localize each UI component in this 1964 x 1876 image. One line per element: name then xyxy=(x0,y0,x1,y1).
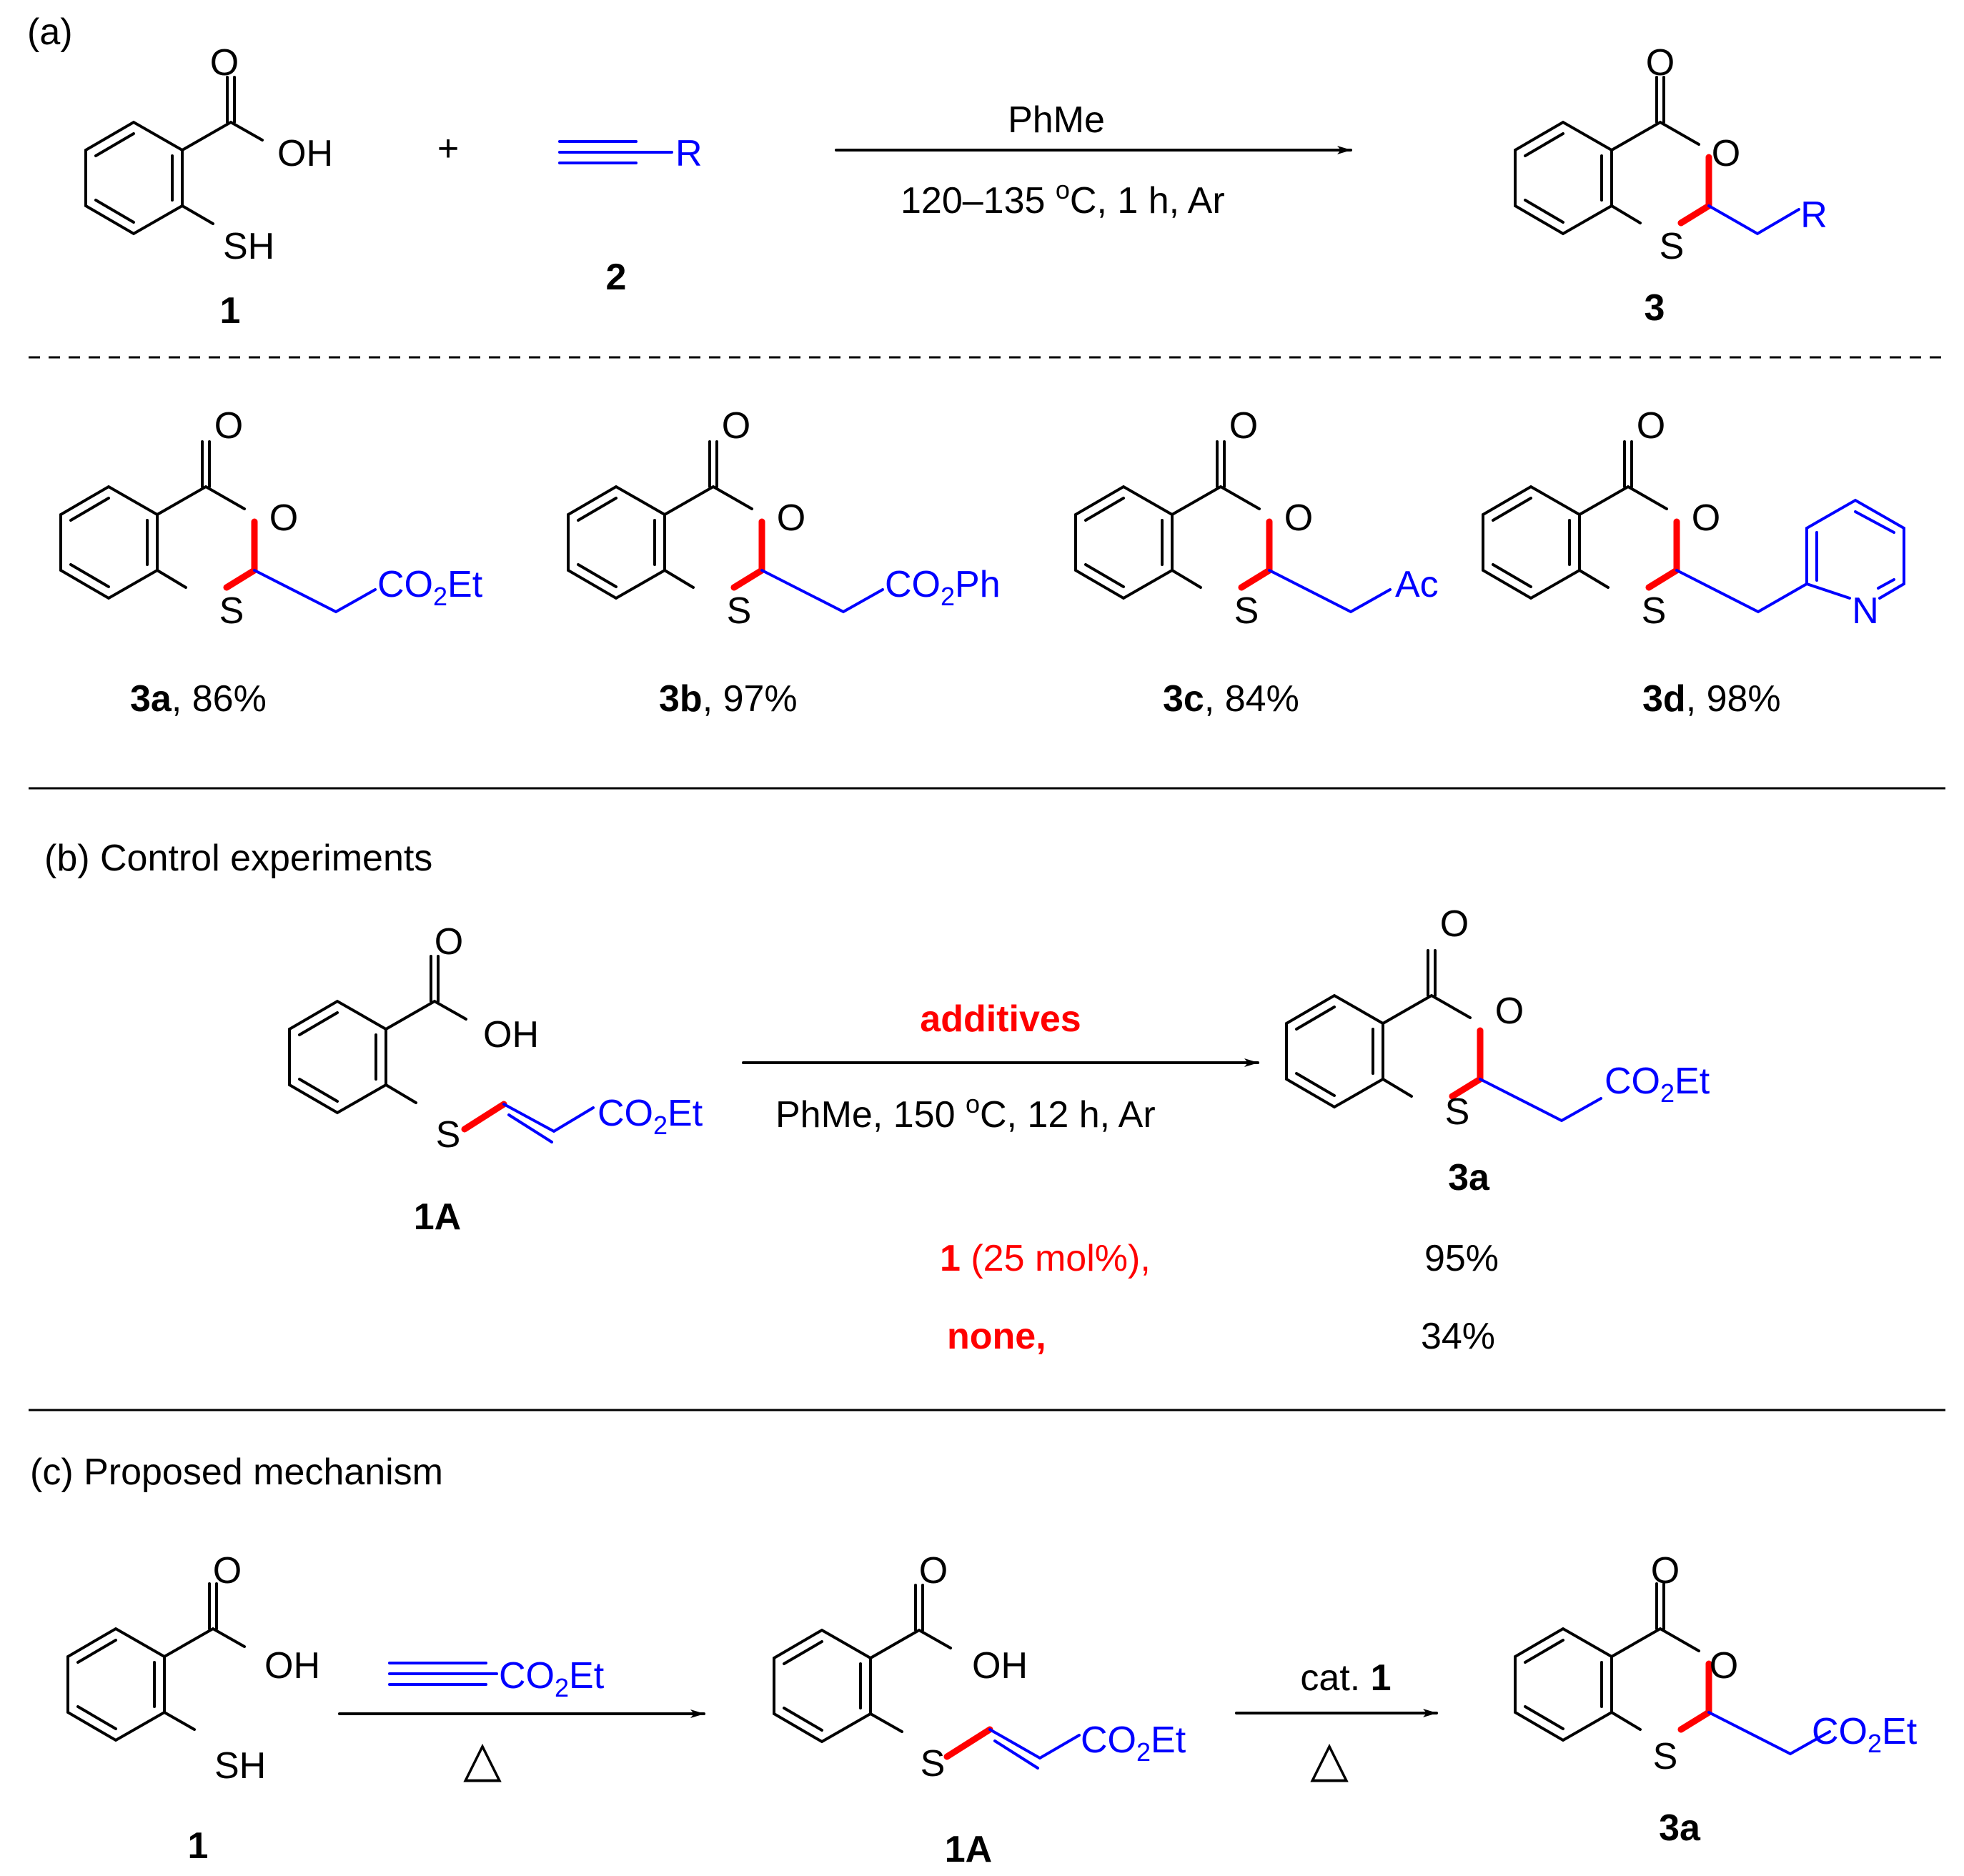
co2et-group: CO2Et xyxy=(1812,1711,1918,1758)
additive-yield: 95% xyxy=(1424,1238,1499,1279)
atom-s: S xyxy=(921,1743,946,1785)
product-3b-structure: O O S CO2Ph xyxy=(568,405,1001,632)
atom-o: O xyxy=(1692,497,1720,539)
heat-symbol: △ xyxy=(463,1729,502,1788)
heat-symbol: △ xyxy=(1310,1729,1349,1788)
atom-o: O xyxy=(1284,497,1313,539)
compound-number-1: 1 xyxy=(188,1825,209,1867)
atom-o: O xyxy=(213,1550,242,1592)
additive-label: 1 (25 mol%), xyxy=(940,1238,1151,1279)
atom-sh: SH xyxy=(223,226,274,267)
atom-o: O xyxy=(435,921,463,963)
compound-number-1a: 1A xyxy=(414,1196,461,1238)
product-3a-structure: O O S CO2Et xyxy=(1515,1550,1918,1777)
atom-s: S xyxy=(727,590,752,632)
atom-oh: OH xyxy=(277,133,333,174)
atom-s: S xyxy=(1445,1091,1470,1133)
co2et-group: CO2Et xyxy=(377,564,483,611)
compound-number-3a: 3a xyxy=(1448,1157,1490,1198)
co2et-group: CO2Et xyxy=(1081,1719,1186,1767)
co2et-group: CO2Et xyxy=(1605,1061,1710,1108)
condition-bottom-b: PhMe, 150 oC, 12 h, Ar xyxy=(775,1089,1156,1136)
section-c-label: (c) Proposed mechanism xyxy=(30,1451,443,1493)
atom-o: O xyxy=(1637,405,1665,447)
product-label-3a: 3a, 86% xyxy=(130,678,267,720)
atom-o: O xyxy=(722,405,750,447)
product-label-3c: 3c, 84% xyxy=(1163,678,1299,720)
atom-r: R xyxy=(675,133,703,174)
ethyl-propiolate-reagent: CO2Et xyxy=(388,1655,605,1702)
atom-s: S xyxy=(219,590,244,632)
atom-o: O xyxy=(1440,903,1469,945)
section-a-label: (a) xyxy=(27,11,73,53)
atom-o: O xyxy=(210,42,239,84)
product-3a-structure: O O S CO2Et xyxy=(1286,903,1710,1133)
additive-yield: 34% xyxy=(1421,1316,1495,1357)
atom-o: O xyxy=(919,1550,948,1592)
atom-oh: OH xyxy=(483,1014,539,1056)
atom-s: S xyxy=(1234,590,1259,632)
atom-n: N xyxy=(1852,590,1879,632)
atom-o: O xyxy=(1646,42,1675,84)
plus-sign: + xyxy=(437,128,459,169)
atom-o: O xyxy=(1229,405,1258,447)
co2et-group: CO2Et xyxy=(499,1655,605,1702)
compound-1-structure: O OH SH xyxy=(84,42,333,267)
atom-o: O xyxy=(1495,991,1524,1032)
compound-1a-structure: O OH S CO2Et xyxy=(288,921,703,1156)
atom-s: S xyxy=(436,1114,461,1156)
atom-o: O xyxy=(1710,1645,1738,1687)
atom-oh: OH xyxy=(264,1645,320,1687)
atom-o: O xyxy=(777,497,805,539)
atom-r: R xyxy=(1800,194,1827,236)
condition-top-a: PhMe xyxy=(1008,99,1105,141)
additive-label: none, xyxy=(947,1316,1046,1357)
acetyl-group: Ac xyxy=(1395,564,1439,605)
atom-o: O xyxy=(214,405,243,447)
additive-row: none, 34% xyxy=(947,1316,1495,1357)
compound-3-structure: O O S R xyxy=(1515,42,1827,267)
compound-2-structure: R xyxy=(558,133,703,174)
section-b-label: (b) Control experiments xyxy=(44,838,432,879)
product-3d-structure: O O S N xyxy=(1483,405,1905,632)
atom-oh: OH xyxy=(972,1645,1028,1687)
compound-number-2: 2 xyxy=(606,257,627,298)
condition-top-b: additives xyxy=(920,998,1081,1040)
compound-1-structure: O OH SH xyxy=(66,1550,320,1787)
condition-top-c2: cat. 1 xyxy=(1300,1657,1391,1699)
condition-bottom-a: 120–135 oC, 1 h, Ar xyxy=(901,175,1225,222)
compound-1a-structure: O OH S CO2Et xyxy=(773,1550,1186,1785)
atom-s: S xyxy=(1660,226,1685,267)
compound-number-1a: 1A xyxy=(945,1829,992,1870)
compound-number-3: 3 xyxy=(1645,287,1665,329)
additive-row: 1 (25 mol%), 95% xyxy=(940,1238,1499,1279)
product-3a-structure: O O S CO2Et xyxy=(61,405,483,632)
co2ph-group: CO2Ph xyxy=(885,564,1001,611)
product-label-3d: 3d, 98% xyxy=(1642,678,1781,720)
atom-o: O xyxy=(269,497,298,539)
atom-o: O xyxy=(1651,1550,1680,1592)
compound-number-1: 1 xyxy=(220,290,241,332)
atom-sh: SH xyxy=(214,1745,266,1787)
co2et-group: CO2Et xyxy=(597,1093,703,1140)
atom-s: S xyxy=(1653,1736,1678,1777)
product-label-3b: 3b, 97% xyxy=(659,678,798,720)
product-3c-structure: O O S Ac xyxy=(1076,405,1439,632)
atom-s: S xyxy=(1642,590,1667,632)
compound-number-3a: 3a xyxy=(1659,1807,1701,1849)
atom-o: O xyxy=(1712,133,1740,174)
